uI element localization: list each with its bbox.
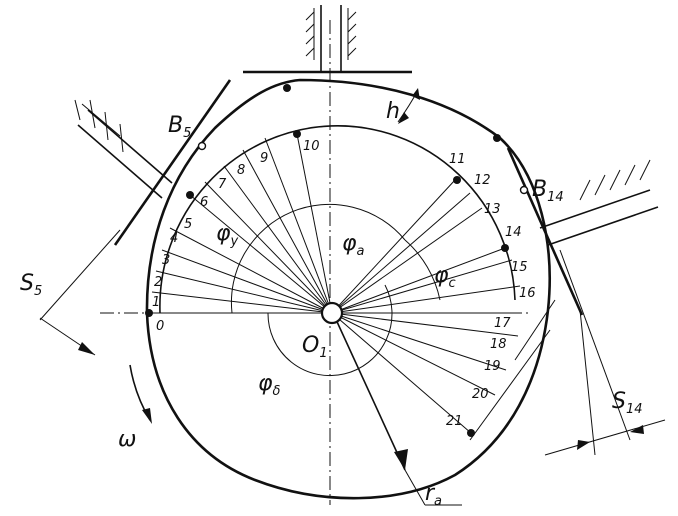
left-follower-face (113, 79, 232, 246)
ray-line-21 (331, 312, 472, 434)
ray-line-15 (331, 259, 513, 314)
ray-label-18: 18 (490, 337, 507, 352)
ray-label-8: 8 (237, 163, 245, 178)
ray-line-19 (331, 312, 507, 371)
ray-line-8 (242, 149, 333, 314)
right-guide-hatching (579, 159, 651, 201)
ray-label-21: 21 (446, 414, 463, 429)
contact-point-top-right (493, 134, 501, 142)
ray-label-3: 3 (162, 253, 170, 268)
ray-label-16: 16 (519, 286, 536, 301)
point-b14 (519, 185, 529, 195)
ray-label-7: 7 (218, 177, 227, 192)
tangent-line-lower-right-a (469, 329, 551, 441)
ray-lines (149, 133, 522, 434)
top-guide-hatching (305, 8, 357, 60)
ray-line-7 (223, 165, 333, 314)
label-phi-d: φδ (258, 371, 281, 399)
ray-label-5: 5 (184, 217, 192, 232)
ray-line-1 (151, 291, 333, 314)
point-5 (186, 191, 194, 199)
ray-line-9 (264, 137, 333, 314)
prime-circle-arc (159, 124, 516, 314)
ray-line-16 (331, 285, 521, 314)
s14-arrowhead-2 (630, 425, 644, 434)
label-h: h (386, 99, 400, 124)
omega-arrowhead (142, 408, 152, 424)
phi-d-arc (267, 284, 393, 377)
point-21 (467, 429, 475, 437)
ray-label-14: 14 (505, 225, 522, 240)
ray-label-19: 19 (484, 359, 501, 374)
ray-label-9: 9 (260, 151, 268, 166)
ray-line-11 (331, 179, 456, 314)
ray-label-0: 0 (156, 319, 164, 334)
point-11 (453, 176, 461, 184)
contact-point-top (283, 84, 291, 92)
s5-extension-a (39, 229, 121, 321)
ray-line-3 (161, 249, 333, 314)
ray-line-12 (331, 192, 471, 314)
ray-label-17: 17 (494, 316, 511, 331)
ray-label-4: 4 (170, 231, 178, 246)
radius-arrowhead (394, 449, 408, 470)
left-follower-stem-a (87, 109, 173, 184)
center-hub (320, 301, 344, 325)
point-0 (145, 309, 153, 317)
ray-label-13: 13 (484, 202, 501, 217)
ray-label-12: 12 (474, 173, 491, 188)
radius-leader (404, 469, 426, 506)
h-arrowhead-top (412, 88, 420, 100)
h-arrowhead-bottom (398, 112, 409, 124)
ray-line-20 (331, 312, 496, 396)
label-radius: ra (425, 481, 442, 509)
ray-line-6 (204, 181, 333, 314)
phi-a-arc (230, 203, 406, 314)
label-b14: B14 (532, 177, 564, 205)
ray-label-15: 15 (511, 260, 528, 275)
cam-profile (145, 78, 551, 500)
ray-label-1: 1 (152, 295, 160, 310)
label-phi-c: φc (434, 263, 456, 291)
s14-extension-a (559, 249, 631, 441)
tangent-line-lower-right-b (514, 299, 556, 361)
point-14 (501, 244, 509, 252)
s14-dimension-line (544, 419, 666, 456)
point-b5 (197, 141, 207, 151)
right-follower-face (506, 147, 584, 316)
ray-line-5 (189, 194, 333, 314)
radius-line (332, 312, 406, 471)
left-follower-stem-b (77, 124, 163, 199)
s14-arrowhead (577, 440, 590, 450)
ray-label-10: 10 (303, 139, 320, 154)
s5-arrowhead (78, 342, 95, 355)
right-follower-stem-a (539, 189, 651, 229)
label-omega: ω (118, 427, 136, 452)
point-10 (293, 130, 301, 138)
s14-extension-b (579, 309, 596, 456)
label-center: O1 (302, 333, 328, 361)
phi-c-arc (404, 239, 441, 301)
ray-label-2: 2 (154, 275, 162, 290)
label-s5: S5 (20, 271, 42, 299)
ray-line-10 (296, 133, 333, 314)
right-follower-stem-b (547, 206, 659, 246)
ray-line-14 (331, 247, 506, 314)
label-phi-a: φa (342, 231, 365, 259)
label-s14: S14 (612, 389, 643, 417)
ray-line-18 (331, 312, 519, 337)
ray-line-4 (169, 227, 333, 314)
ray-label-11: 11 (449, 152, 466, 167)
ray-label-6: 6 (200, 195, 208, 210)
left-guide-hatching (74, 99, 124, 153)
ray-line-13 (331, 207, 483, 314)
label-phi-y: φy (216, 221, 239, 249)
ray-label-20: 20 (472, 387, 489, 402)
label-b5: B5 (168, 113, 191, 141)
ray-line-2 (155, 270, 333, 314)
